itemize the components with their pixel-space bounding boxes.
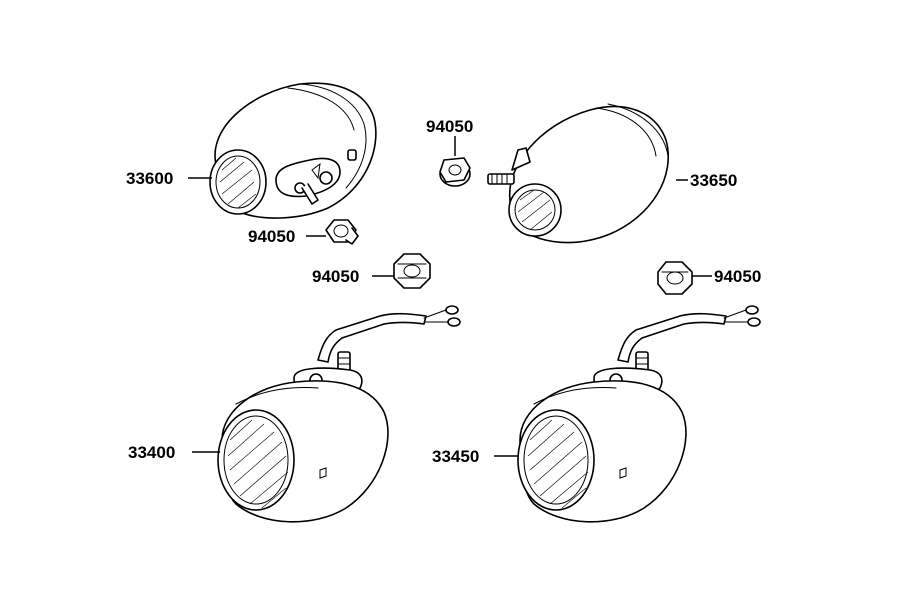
rear-left-signal-part	[217, 305, 461, 523]
rear-right-signal-part	[517, 305, 761, 523]
front-left-signal-part	[209, 82, 377, 219]
label-33450: 33450	[432, 447, 479, 466]
front-right-signal-part	[487, 103, 670, 244]
label-nut-left-upper: 94050	[248, 227, 295, 246]
label-33650: 33650	[690, 171, 737, 190]
label-nut-left-lower: 94050	[312, 267, 359, 286]
label-33400: 33400	[128, 443, 175, 462]
nut-top-part	[439, 157, 471, 187]
label-33600: 33600	[126, 169, 173, 188]
nut-left-upper-part	[325, 219, 359, 245]
nut-left-lower-part	[393, 253, 431, 289]
label-nut-right: 94050	[714, 267, 761, 286]
nut-right-part	[657, 261, 693, 295]
label-nut-top: 94050	[426, 117, 473, 136]
